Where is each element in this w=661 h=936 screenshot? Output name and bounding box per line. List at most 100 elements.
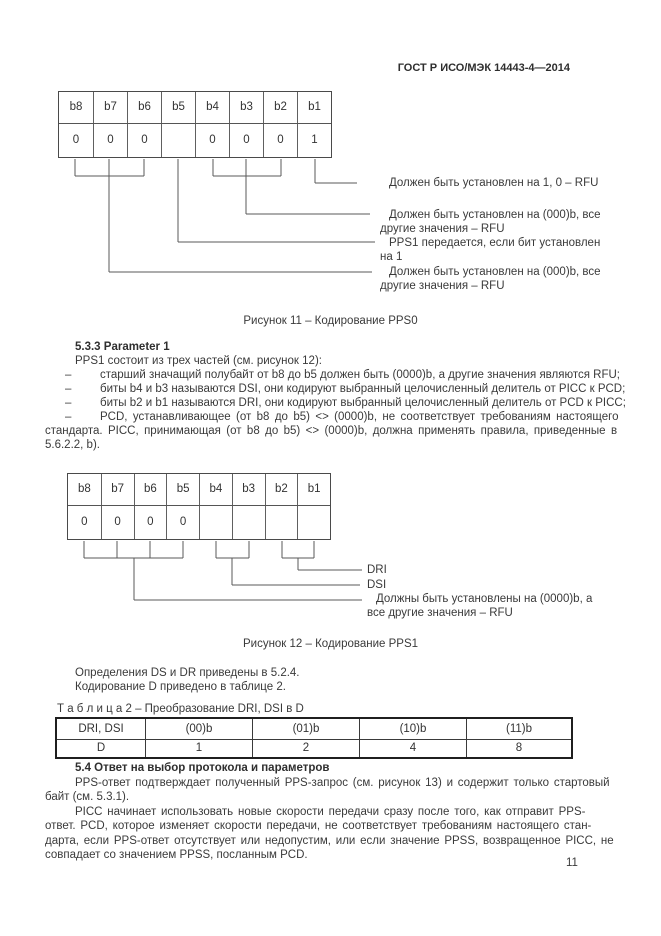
bit-value-cell: 0 bbox=[166, 506, 199, 539]
bit-header-cell: b5 bbox=[166, 474, 199, 505]
bit-value-cell bbox=[199, 506, 232, 539]
list-item-first-line: –PCD, устанавливающее (от b8 до b5) <> (… bbox=[45, 410, 619, 424]
list-item-text: PCD, устанавливающее (от b8 до b5) <> (0… bbox=[100, 411, 619, 423]
bit-value-cell: 0 bbox=[72, 134, 80, 146]
list-dash: – bbox=[65, 369, 72, 381]
section-5-3-3: 5.3.3 Parameter 1 PPS1 состоит из трех ч… bbox=[45, 340, 626, 452]
fig11-annotation-b8b6: Должен быть установлен на (000)b, все дру… bbox=[380, 265, 625, 293]
list-item-text: старший значащий полубайт от b8 до b5 до… bbox=[100, 369, 620, 381]
table2-data-cell: D bbox=[96, 742, 106, 754]
list-item: – биты b2 и b1 называются DRI, они кодиру… bbox=[45, 396, 626, 410]
section-5-3-3-heading: 5.3.3 Parameter 1 bbox=[75, 341, 170, 353]
table2-header-cell: (10)b bbox=[359, 719, 466, 739]
fig12-annotation-dri: DRI bbox=[367, 564, 387, 576]
table2-data-cell: 1 bbox=[145, 740, 252, 757]
bit-value-cell: 0 bbox=[195, 124, 229, 157]
bit-value-cell: 1 bbox=[297, 124, 331, 157]
list-item-text: биты b2 и b1 называются DRI, они кодирую… bbox=[100, 397, 626, 409]
bit-header-cell: b3 bbox=[229, 92, 263, 123]
table2-header-cell: DRI, DSI bbox=[78, 723, 124, 735]
bit-value-cell: 0 bbox=[263, 124, 297, 157]
bit-value-cell bbox=[231, 506, 265, 539]
text-line: совпадает со значением PPSS, посланным P… bbox=[45, 849, 308, 861]
table2-data-cell: 4 bbox=[359, 740, 466, 757]
section-5-3-3-list: – старший значащий полубайт от b8 до b5 д… bbox=[45, 368, 626, 452]
section-5-4-paragraph-1: PPS-ответ подтверждает полученный PPS-за… bbox=[45, 776, 617, 805]
text-line: Должен быть установлен на (000)b, все bbox=[389, 266, 601, 278]
doc-number-header: ГОСТ Р ИСО/МЭК 14443-4—2014 bbox=[397, 62, 570, 74]
table2-data-cell: 8 bbox=[466, 740, 571, 757]
text-line: Должны быть установлены на (0000)b, а bbox=[376, 593, 593, 605]
bit-value-cell: 0 bbox=[93, 124, 127, 157]
list-item: – биты b4 и b3 называются DSI, они кодиру… bbox=[45, 382, 625, 396]
table2-header-cell: (01)b bbox=[252, 719, 359, 739]
bit-header-cell: b5 bbox=[161, 92, 195, 123]
bit-header-cell: b4 bbox=[199, 474, 232, 505]
section-5-4: 5.4 Ответ на выбор протокола и параметро… bbox=[45, 761, 617, 863]
bit-header-cell: b2 bbox=[264, 474, 298, 505]
list-item-first-line: – биты b4 и b3 называются DSI, они кодиру… bbox=[45, 382, 625, 396]
table2-header-row: DRI, DSI (00)b(01)b(10)b(11)b bbox=[57, 719, 571, 740]
text-line: все другие значения – RFU bbox=[367, 607, 513, 619]
text-line: PPS-ответ подтверждает полученный PPS-за… bbox=[75, 776, 610, 789]
list-item-first-line: – старший значащий полубайт от b8 до b5 д… bbox=[45, 368, 620, 382]
text-line: байт (см. 5.3.1). bbox=[45, 791, 130, 803]
bit-value-cell: 0 bbox=[127, 124, 161, 157]
fig11-annotation-b1: Должен быть установлен на 1, 0 – RFU bbox=[380, 176, 625, 190]
table2-header-cell: (11)b bbox=[466, 719, 571, 739]
fig11-caption: Рисунок 11 – Кодирование PPS0 bbox=[243, 315, 418, 327]
fig12-annotation-dsi: DSI bbox=[367, 579, 387, 591]
definitions-note: Определения DS и DR приведены в 5.2.4. К… bbox=[45, 666, 617, 694]
text-line: Должен быть установлен на 1, 0 – RFU bbox=[389, 177, 599, 189]
text-line: ответ. PCD, которое изменяет скорости пе… bbox=[45, 820, 592, 832]
text-line: дарта, если PPS-ответ отсутствует или не… bbox=[45, 834, 614, 847]
list-item-continuation: стандарта. PICC, принимающая (от b8 до b… bbox=[45, 425, 618, 437]
list-item: –PCD, устанавливающее (от b8 до b5) <> (… bbox=[45, 410, 619, 452]
table2-data-cell: 2 bbox=[252, 740, 359, 757]
text-line: на 1 bbox=[380, 251, 403, 263]
bit-value-cell: 0 bbox=[229, 124, 263, 157]
fig12-caption: Рисунок 12 – Кодирование PPS1 bbox=[242, 638, 419, 650]
bit-value-cell: 0 bbox=[100, 506, 134, 539]
bit-header-cell: b6 bbox=[127, 92, 161, 123]
bit-header-cell: b7 bbox=[93, 92, 127, 123]
list-item-first-line: – биты b2 и b1 называются DRI, они кодиру… bbox=[45, 396, 626, 410]
bit-header-cell: b1 bbox=[297, 92, 331, 123]
bit-header-cell: b4 bbox=[195, 92, 229, 123]
bit-value-cell: 0 bbox=[81, 516, 88, 528]
section-5-4-heading: 5.4 Ответ на выбор протокола и параметро… bbox=[75, 762, 330, 774]
bit-value-cell bbox=[161, 124, 195, 157]
list-dash: – bbox=[65, 383, 72, 395]
list-item-continuation: 5.6.2.2, b). bbox=[45, 439, 100, 451]
table2-caption: Т а б л и ц а 2 – Преобразование DRI, DS… bbox=[57, 703, 304, 715]
bit-value-cell bbox=[297, 506, 330, 539]
text-line: PPS1 передается, если бит установлен bbox=[389, 237, 601, 249]
definitions-note-line1: Определения DS и DR приведены в 5.2.4. bbox=[75, 667, 300, 679]
bit-header-cell: b8 bbox=[77, 483, 91, 495]
text-line: другие значения – RFU bbox=[380, 280, 505, 292]
list-item: – старший значащий полубайт от b8 до b5 д… bbox=[45, 368, 620, 382]
definitions-note-line2: Кодирование D приведено в таблице 2. bbox=[75, 681, 286, 693]
bit-header-cell: b8 bbox=[69, 101, 83, 113]
bit-header-cell: b1 bbox=[297, 474, 330, 505]
list-item-text: биты b4 и b3 называются DSI, они кодирую… bbox=[100, 383, 626, 395]
bit-header-cell: b6 bbox=[133, 474, 167, 505]
section-5-4-paragraph-2: PICC начинает использовать новые скорост… bbox=[45, 805, 617, 863]
bit-value-cell bbox=[264, 506, 298, 539]
table2-header-cell: (00)b bbox=[145, 719, 252, 739]
text-line: другие значения – RFU bbox=[380, 223, 505, 235]
bit-header-cell: b3 bbox=[231, 474, 265, 505]
bit-header-cell: b2 bbox=[263, 92, 297, 123]
fig12-annotation-rfu: Должны быть установлены на (0000)b, а все… bbox=[367, 592, 612, 620]
text-line: PICC начинает использовать новые скорост… bbox=[75, 805, 586, 818]
list-dash: – bbox=[65, 397, 72, 409]
